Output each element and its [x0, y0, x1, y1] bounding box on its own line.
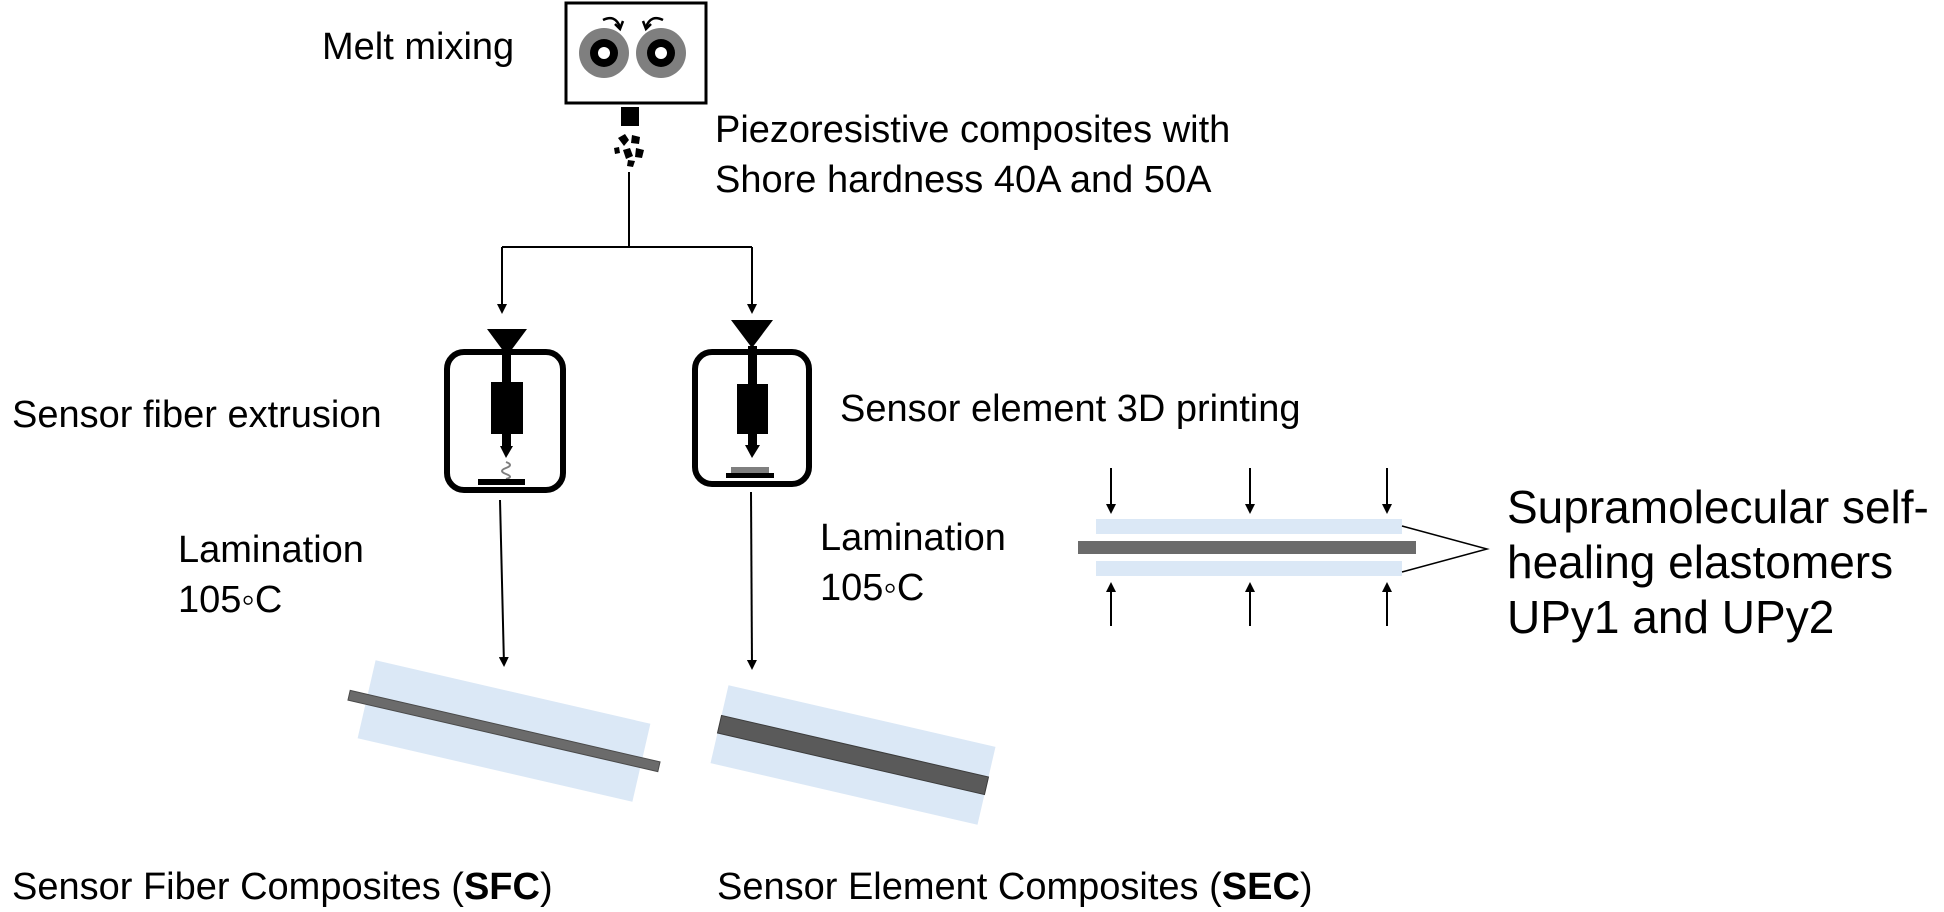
lamination-press-graphic	[1078, 468, 1490, 626]
lamination-left-temp: 105◦C	[178, 579, 283, 621]
lamination-left-label: Lamination	[178, 529, 364, 571]
sec-composite-graphic	[710, 685, 996, 825]
sec-abbreviation: SEC	[1221, 866, 1300, 908]
melt-mixer-icon	[564, 1, 708, 105]
sec-caption-prefix: Sensor Element Composites (	[717, 866, 1222, 908]
element-printer-icon	[692, 320, 812, 487]
sec-caption-suffix: )	[1299, 866, 1313, 908]
lamination-right-label: Lamination	[820, 517, 1006, 559]
melt-mixing-label: Melt mixing	[322, 26, 515, 68]
pellets-icon	[614, 107, 644, 167]
sec-caption: Sensor Element Composites (SEC)	[717, 865, 1313, 911]
sfc-abbreviation: SFC	[463, 866, 540, 908]
split-connector	[497, 172, 757, 314]
element-printing-label: Sensor element 3D printing	[840, 388, 1301, 430]
elastomers-label-line1: Supramolecular self-	[1507, 481, 1929, 533]
composites-label-line1: Piezoresistive composites with	[715, 109, 1231, 151]
sfc-caption: Sensor Fiber Composites (SFC)	[12, 865, 553, 911]
fiber-extruder-icon	[444, 329, 566, 493]
composites-label-line2: Shore hardness 40A and 50A	[715, 159, 1212, 201]
sfc-caption-suffix: )	[539, 866, 553, 908]
sfc-caption-prefix: Sensor Fiber Composites (	[12, 866, 464, 908]
elastomers-label-line3: UPy1 and UPy2	[1507, 591, 1835, 643]
fiber-extrusion-label: Sensor fiber extrusion	[12, 394, 382, 436]
elastomers-label-line2: healing elastomers	[1507, 536, 1894, 588]
lamination-arrows	[498, 491, 757, 670]
sfc-composite-graphic	[347, 660, 661, 802]
lamination-right-temp: 105◦C	[820, 567, 925, 609]
